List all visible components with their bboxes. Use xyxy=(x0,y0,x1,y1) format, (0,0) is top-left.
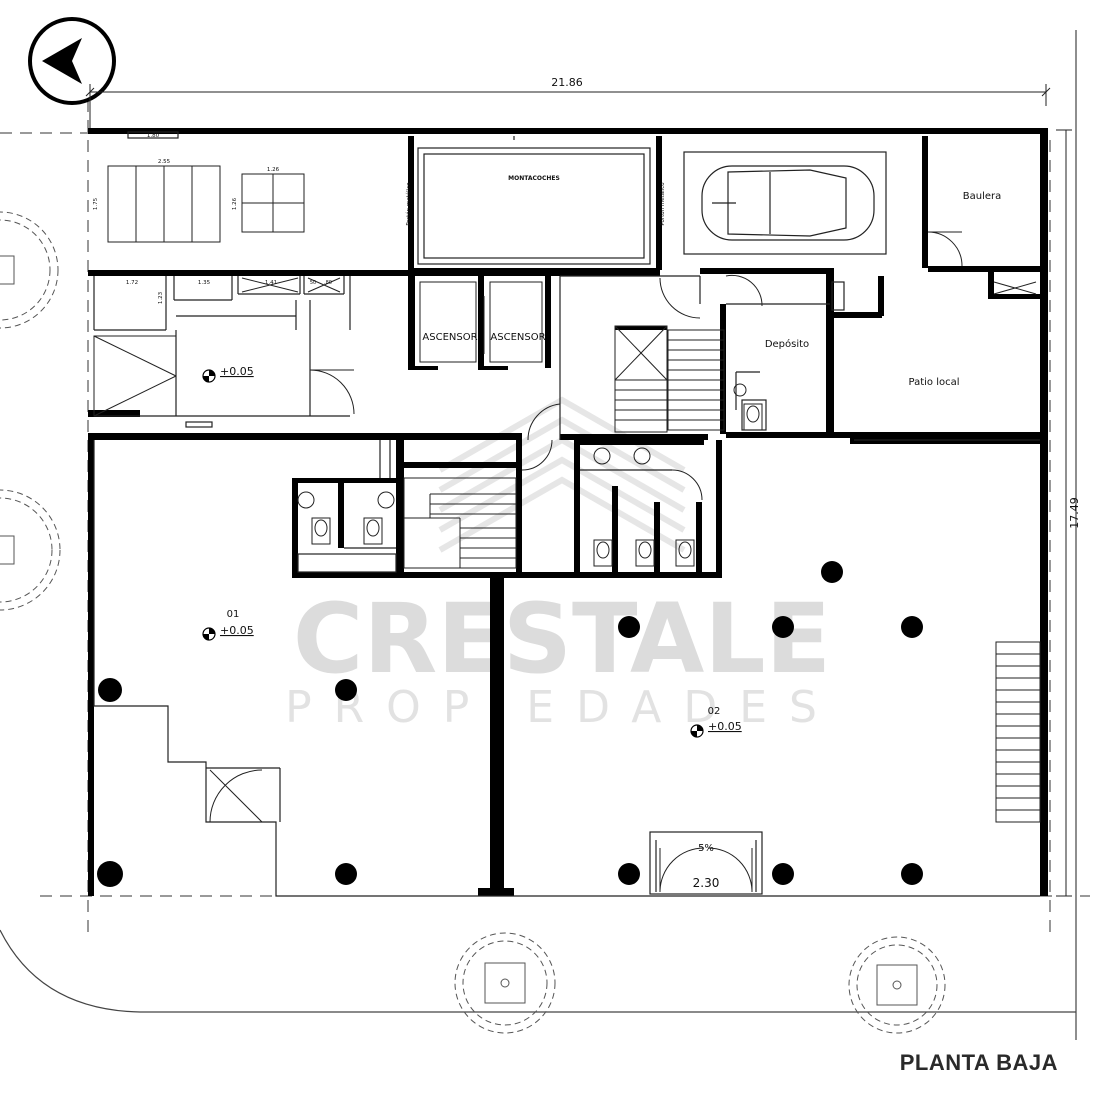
room-unit-1: 01 xyxy=(227,609,240,620)
room-patio: Patio local xyxy=(908,377,959,388)
ramp-icon xyxy=(93,335,177,417)
column-icon xyxy=(97,861,123,887)
plan-title: PLANTA BAJA xyxy=(899,1050,1058,1075)
column-icon xyxy=(618,863,640,885)
thin-lines xyxy=(93,131,1040,897)
column-icon xyxy=(901,863,923,885)
column-icon xyxy=(618,616,640,638)
room-unit-2: 02 xyxy=(708,706,721,717)
column-icon xyxy=(901,616,923,638)
label-gate-left: Portón metálico xyxy=(405,182,412,226)
room-deposit: Depósito xyxy=(765,338,809,350)
stairs-core xyxy=(614,325,725,433)
street-trees xyxy=(0,211,946,1034)
tree-pit xyxy=(0,489,61,611)
stairs-lower xyxy=(403,477,517,569)
overall-width-label: 21.86 xyxy=(551,76,583,89)
site-boundary xyxy=(0,30,1077,1040)
dimension-storage-top: 1.80 xyxy=(147,133,160,139)
column-icon xyxy=(772,863,794,885)
watermark-tagline: PROPIEDADES xyxy=(285,682,839,733)
car-icon xyxy=(701,165,875,241)
dimension-small-rack-width: 1.26 xyxy=(267,167,280,173)
room-storage: Baulera xyxy=(963,191,1002,202)
level-marker-icon xyxy=(202,369,216,383)
columns xyxy=(97,561,923,887)
walls xyxy=(88,128,1048,896)
stairs-right xyxy=(995,641,1041,823)
tree-pit xyxy=(0,211,59,329)
column-icon xyxy=(335,679,357,701)
watermark: CRESTALE PROPIEDADES xyxy=(285,396,839,733)
room-elevator-1: ASCENSOR xyxy=(422,332,477,343)
dimension-locker-5: .80 xyxy=(324,280,332,286)
dimension-bike-rack-depth: 1.75 xyxy=(93,197,99,210)
overall-depth-dimension xyxy=(1056,129,1072,897)
watermark-brand: CRESTALE xyxy=(293,583,831,695)
level-unit-1: +0.05 xyxy=(220,624,254,637)
dimension-locker-2: 1.35 xyxy=(198,280,211,286)
overall-width-dimension xyxy=(85,84,1051,132)
elevator-cabins xyxy=(419,281,543,363)
tree-pit xyxy=(848,936,946,1034)
label-gate-right: Portón metálico xyxy=(659,182,666,226)
column-icon xyxy=(335,863,357,885)
small-rack-icon xyxy=(241,173,305,233)
level-hall: +0.05 xyxy=(220,365,254,378)
dimension-entrance-width: 2.30 xyxy=(693,876,720,890)
column-icon xyxy=(98,678,122,702)
room-elevator-2: ASCENSOR xyxy=(490,332,545,343)
dimension-locker-1: 1.72 xyxy=(126,280,138,286)
tree-pit xyxy=(454,932,556,1034)
level-marker-icon xyxy=(690,724,704,738)
level-unit-2: +0.05 xyxy=(708,720,742,733)
room-car-lift: MONTACOCHES xyxy=(508,175,560,182)
dimension-locker-3: 1.41 xyxy=(265,280,277,286)
doors xyxy=(209,231,1037,893)
column-icon xyxy=(821,561,843,583)
level-marker-icon xyxy=(202,627,216,641)
bike-rack-icon xyxy=(107,165,221,243)
toilet-icons xyxy=(297,383,763,567)
dimension-small-rack-depth: 1.26 xyxy=(232,197,238,210)
dimension-locker-4: 50 xyxy=(310,280,316,286)
north-arrow-icon xyxy=(28,17,116,105)
column-icon xyxy=(772,616,794,638)
dimension-locker-depth: 1.23 xyxy=(158,291,164,304)
dimension-bike-rack-width: 2.55 xyxy=(158,159,171,165)
level-markers xyxy=(202,369,704,738)
ramp-slope-label: 5% xyxy=(698,843,714,854)
overall-depth-label: 17.49 xyxy=(1068,497,1081,529)
